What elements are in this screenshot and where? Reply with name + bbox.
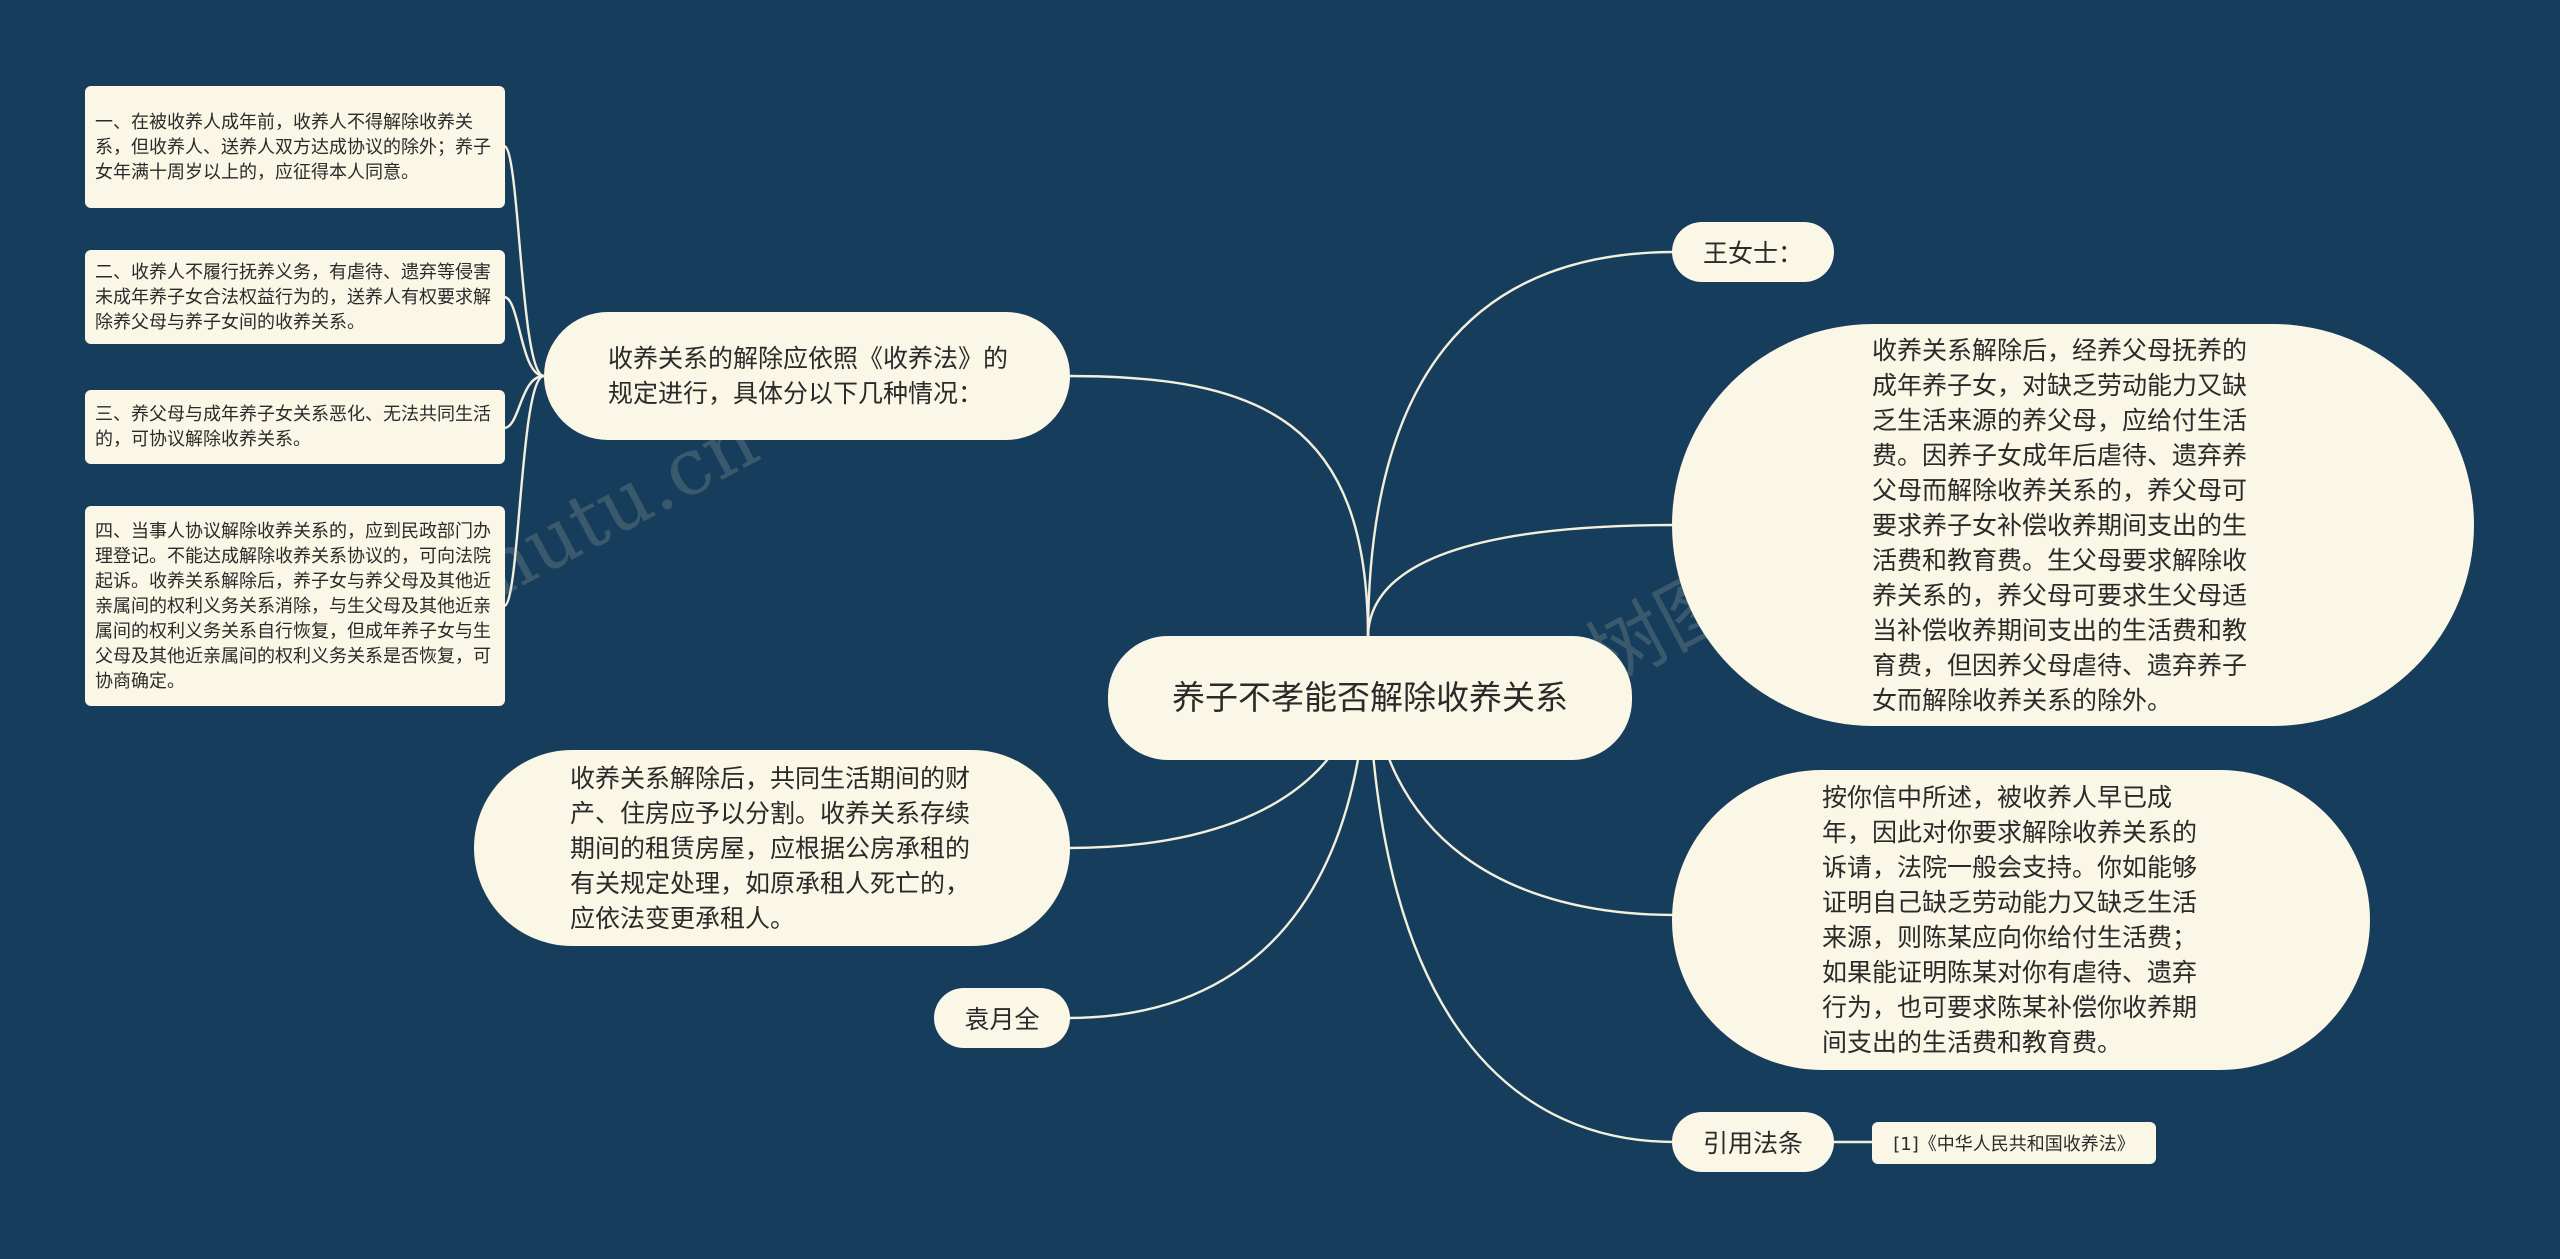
citation-label: 引用法条 <box>1702 1129 1803 1158</box>
questioner-node[interactable]: 王女士： <box>1672 222 1834 282</box>
dissolution-item-2-text: 二、收养人不履行抚养义务，有虐待、遗弃等侵害未成年养子女合法权益行为的，送养人有… <box>95 261 491 333</box>
dissolution-rules-label: 收养关系的解除应依照《收养法》的规定进行，具体分以下几种情况： <box>608 344 1009 408</box>
author-node[interactable]: 袁月全 <box>934 988 1070 1048</box>
edge-dissolution-item-3 <box>503 374 545 430</box>
questioner-label: 王女士： <box>1702 239 1803 268</box>
dissolution-item-4-text: 四、当事人协议解除收养关系的，应到民政部门办理登记。不能达成解除收养关系协议的，… <box>95 520 491 692</box>
answer-label: 按你信中所述，被收养人早已成年，因此对你要求解除收养关系的诉请，法院一般会支持。… <box>1822 783 2198 1057</box>
dissolution-item-3[interactable]: 三、养父母与成年养子女关系恶化、无法共同生活的，可协议解除收养关系。 <box>85 390 505 464</box>
edge-root-questioner <box>1366 250 1676 639</box>
root-topic[interactable]: 养子不孝能否解除收养关系 <box>1108 636 1632 760</box>
dissolution-item-4[interactable]: 四、当事人协议解除收养关系的，应到民政部门办理登记。不能达成解除收养关系协议的，… <box>85 506 505 706</box>
property-label: 收养关系解除后，共同生活期间的财产、住房应予以分割。收养关系存续期间的租赁房屋，… <box>570 763 971 933</box>
property-node[interactable]: 收养关系解除后，共同生活期间的财产、住房应予以分割。收养关系存续期间的租赁房屋，… <box>474 750 1070 946</box>
answer-node[interactable]: 按你信中所述，被收养人早已成年，因此对你要求解除收养关系的诉请，法院一般会支持。… <box>1672 770 2370 1070</box>
edge-dissolution-item-1 <box>502 144 545 378</box>
compensation-label: 收养关系解除后，经养父母抚养的成年养子女，对缺乏劳动能力又缺乏生活来源的养父母，… <box>1872 335 2248 715</box>
edge-root-dissolution <box>1067 374 1370 639</box>
dissolution-item-3-text: 三、养父母与成年养子女关系恶化、无法共同生活的，可协议解除收养关系。 <box>95 404 491 450</box>
dissolution-rules-node[interactable]: 收养关系的解除应依照《收养法》的规定进行，具体分以下几种情况： <box>544 312 1070 440</box>
citation-node[interactable]: 引用法条 <box>1672 1112 1834 1172</box>
dissolution-item-1[interactable]: 一、在被收养人成年前，收养人不得解除收养关系，但收养人、送养人双方达成协议的除外… <box>85 86 505 208</box>
dissolution-item-1-text: 一、在被收养人成年前，收养人不得解除收养关系，但收养人、送养人双方达成协议的除外… <box>95 111 491 183</box>
edge-dissolution-item-2 <box>503 295 545 378</box>
citation-reference-node[interactable]: [1]《中华人民共和国收养法》 <box>1872 1122 2156 1164</box>
citation-reference-text: [1]《中华人民共和国收养法》 <box>1893 1134 2135 1155</box>
root-topic-label: 养子不孝能否解除收养关系 <box>1172 678 1568 717</box>
edge-root-compensation <box>1366 523 1676 639</box>
compensation-node[interactable]: 收养关系解除后，经养父母抚养的成年养子女，对缺乏劳动能力又缺乏生活来源的养父母，… <box>1672 324 2474 726</box>
edge-root-citation <box>1366 637 1676 1144</box>
edge-dissolution-item-4 <box>502 374 545 608</box>
dissolution-item-2[interactable]: 二、收养人不履行抚养义务，有虐待、遗弃等侵害未成年养子女合法权益行为的，送养人有… <box>85 250 505 344</box>
author-label: 袁月全 <box>964 1005 1040 1034</box>
